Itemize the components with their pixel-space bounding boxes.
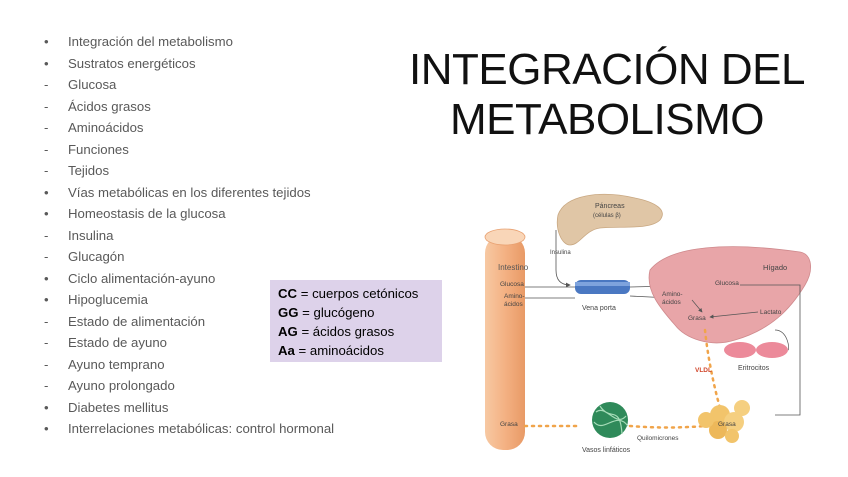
bullet-marker: - — [44, 227, 49, 243]
outline-item-text: Insulina — [68, 227, 114, 243]
intestine-amino-label-1: Amino- — [504, 293, 525, 300]
outline-item-text: Diabetes mellitus — [68, 399, 169, 415]
bullet-marker: - — [44, 163, 49, 178]
bullet-marker: • — [44, 270, 49, 286]
erythrocyte-1 — [724, 342, 756, 358]
outline-item: • Ciclo alimentación-ayuno — [40, 268, 370, 290]
outline-item: - Estado de ayuno — [40, 332, 370, 354]
bullet-marker: • — [44, 206, 49, 221]
outline-item: - Insulina — [40, 225, 370, 247]
outline-item-text: Estado de alimentación — [68, 313, 206, 329]
bullet-marker: • — [44, 399, 49, 415]
vldl-path — [703, 328, 722, 410]
liver-amino-label-2: ácidos — [662, 299, 682, 306]
legend-item-cc: CC = cuerpos cetónicos — [278, 286, 419, 301]
outline-item-text: Estado de ayuno — [68, 335, 167, 350]
legend-item-gg: GG = glucógeno — [278, 305, 375, 320]
bullet-marker: - — [44, 120, 49, 135]
bullet-marker: - — [44, 356, 49, 372]
outline-item-text: Sustratos energéticos — [68, 55, 196, 71]
bullet-marker: - — [44, 141, 49, 157]
outline-item: - Glucagón — [40, 246, 370, 268]
liver-shape — [648, 246, 811, 344]
outline-item-text: Interrelaciones metabólicas: control hor… — [68, 421, 335, 436]
erythrocyte-2 — [756, 342, 788, 358]
legend-item-aa: Aa = aminoácidos — [278, 343, 384, 358]
outline-item-text: Glucagón — [68, 249, 125, 264]
outline-item-text: Vías metabólicas en los diferentes tejid… — [68, 184, 311, 200]
outline-item-text: Tejidos — [68, 163, 110, 178]
insulin-label: Insulina — [550, 250, 571, 256]
outline-item-text: Hipoglucemia — [68, 292, 148, 307]
title-line-1: INTEGRACIÓN DEL — [409, 45, 805, 94]
bullet-marker: • — [44, 34, 49, 49]
outline-item: - Funciones — [40, 139, 370, 161]
liver-amino-label-1: Amino- — [662, 291, 683, 298]
lymphatic-vessel-shape — [592, 402, 629, 438]
outline-item: - Glucosa — [40, 74, 370, 96]
pancreas-label: Páncreas — [595, 203, 625, 210]
outline-item-text: Ayuno prolongado — [68, 378, 175, 393]
lymphatic-vessels-label: Vasos linfáticos — [582, 447, 631, 454]
pancreas-cells-label: (células β) — [593, 213, 621, 219]
bullet-marker: - — [44, 335, 49, 350]
liver-glucose-label: Glucosa — [715, 280, 739, 287]
outline-item: - Aminoácidos — [40, 117, 370, 139]
intestine-glucose-label: Glucosa — [500, 281, 524, 288]
bullet-marker: - — [44, 98, 49, 114]
chylomicrons-label: Quilomicrones — [637, 435, 679, 442]
outline-item-text: Glucosa — [68, 77, 117, 92]
page-title: INTEGRACIÓN DEL METABOLISMO — [402, 45, 812, 145]
metabolism-diagram: Intestino Glucosa Amino- ácidos Grasa Pá… — [484, 193, 811, 454]
outline-item: • Interrelaciones metabólicas: control ho… — [40, 418, 370, 440]
outline-item: • Vías metabólicas en los diferentes teji… — [40, 182, 370, 204]
outline-item-text: Ayuno temprano — [68, 356, 165, 372]
outline-item-text: Funciones — [68, 141, 129, 157]
intestine-shape — [484, 228, 526, 450]
topic-outline: • Integración del metabolismo • Sustratos e… — [40, 31, 370, 440]
outline-item-text: Ácidos grasos — [68, 98, 151, 114]
lactate-label: Lactato — [760, 309, 782, 316]
intestine-label: Intestino — [498, 263, 529, 272]
pancreas-shape — [556, 193, 663, 246]
bullet-marker: - — [44, 249, 49, 264]
intestine-fat-label: Grasa — [500, 421, 518, 428]
bullet-marker: - — [44, 77, 49, 92]
outline-item-text: Integración del metabolismo — [68, 34, 233, 49]
vldl-label: VLDL — [695, 367, 712, 374]
bullet-marker: • — [44, 292, 49, 307]
bullet-marker: • — [44, 184, 49, 200]
title-line-2: METABOLISMO — [450, 95, 764, 144]
outline-item-text: Aminoácidos — [68, 120, 144, 135]
abbreviation-legend: CC = cuerpos cetónicos GG = glucógeno AG… — [270, 280, 442, 362]
adipose-fat-label: Grasa — [718, 421, 736, 428]
bullet-marker: • — [44, 421, 49, 436]
legend-item-ag: AG = ácidos grasos — [278, 324, 395, 339]
portal-vein-label: Vena porta — [582, 305, 616, 312]
insulin-arrow — [555, 230, 571, 288]
liver-fat-label: Grasa — [688, 315, 706, 322]
outline-item: - Ácidos grasos — [40, 96, 370, 118]
adipose-tissue-shape — [698, 400, 750, 443]
outline-item: • Sustratos energéticos — [40, 53, 370, 75]
outline-item: • Diabetes mellitus — [40, 397, 370, 419]
outline-item: • Homeostasis de la glucosa — [40, 203, 370, 225]
bullet-marker: • — [44, 55, 49, 71]
outline-item: - Estado de alimentación — [40, 311, 370, 333]
outline-item-text: Ciclo alimentación-ayuno — [68, 270, 216, 286]
outline-item: - Tejidos — [40, 160, 370, 182]
outline-item: • Integración del metabolismo — [40, 31, 370, 53]
outline-item: - Ayuno prolongado — [40, 375, 370, 397]
outline-item: • Hipoglucemia — [40, 289, 370, 311]
bullet-marker: - — [44, 313, 49, 329]
erythrocytes-label: Eritrocitos — [738, 365, 770, 372]
bullet-marker: - — [44, 378, 49, 393]
outline-item-text: Homeostasis de la glucosa — [68, 206, 226, 221]
outline-item: - Ayuno temprano — [40, 354, 370, 376]
liver-label: Hígado — [763, 263, 787, 272]
intestine-amino-label-2: ácidos — [504, 301, 524, 308]
